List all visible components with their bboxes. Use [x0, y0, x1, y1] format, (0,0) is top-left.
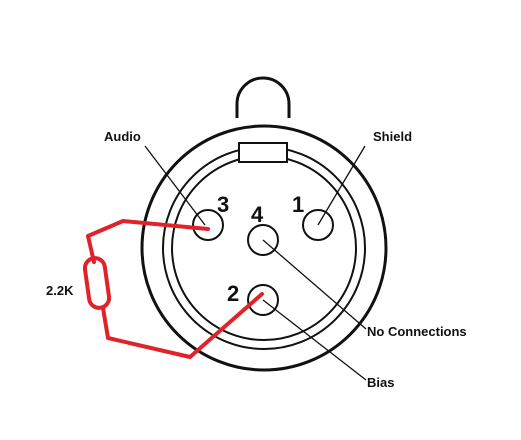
pin-number-3: 3	[217, 192, 229, 217]
wire-resistor-to-bias	[101, 292, 264, 359]
leader-shield	[317, 145, 366, 226]
pin-number-1: 1	[292, 192, 304, 217]
pin-socket-3	[192, 209, 224, 241]
leader-audio	[144, 145, 206, 226]
label-shield: Shield	[373, 129, 412, 144]
leader-lines	[144, 145, 367, 381]
latch-tab	[235, 76, 291, 118]
label-audio: Audio	[104, 129, 141, 144]
label-resistor: 2.2K	[46, 283, 74, 298]
label-no-connections: No Connections	[367, 324, 467, 339]
leader-bias	[262, 299, 367, 381]
label-bias: Bias	[367, 375, 394, 390]
resistor-wiring	[82, 219, 264, 359]
key-notch	[238, 142, 288, 163]
wire-audio-to-resistor	[86, 219, 210, 264]
connector-body	[140, 76, 388, 372]
pin-number-4: 4	[251, 202, 264, 227]
leader-no-connections	[262, 239, 367, 330]
outer-shell	[140, 124, 388, 372]
resistor-icon	[82, 256, 112, 310]
pin-number-2: 2	[227, 281, 239, 306]
